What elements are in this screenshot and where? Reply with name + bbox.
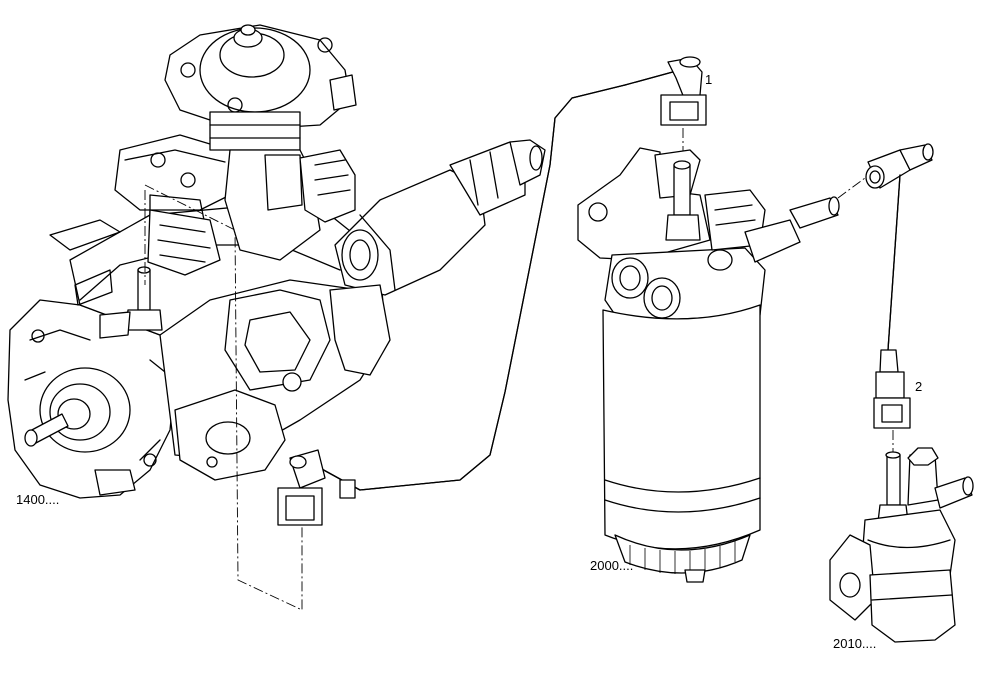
callout-1: 1 [705, 72, 713, 87]
fuel-line-2[interactable] [865, 143, 934, 429]
injection-pump[interactable] [7, 24, 546, 499]
callout-2: 2 [915, 379, 923, 394]
injection-pump-label: 1400.... [16, 492, 60, 507]
fuel-filter-label: 2000.... [590, 558, 634, 573]
line-2-centerlines [837, 177, 894, 455]
fuel-line-1[interactable] [277, 56, 707, 526]
feed-pump-label: 2010.... [833, 636, 877, 651]
pump-centerlines [144, 184, 303, 611]
fuel-filter[interactable] [577, 147, 840, 583]
feed-pump[interactable] [829, 447, 974, 643]
